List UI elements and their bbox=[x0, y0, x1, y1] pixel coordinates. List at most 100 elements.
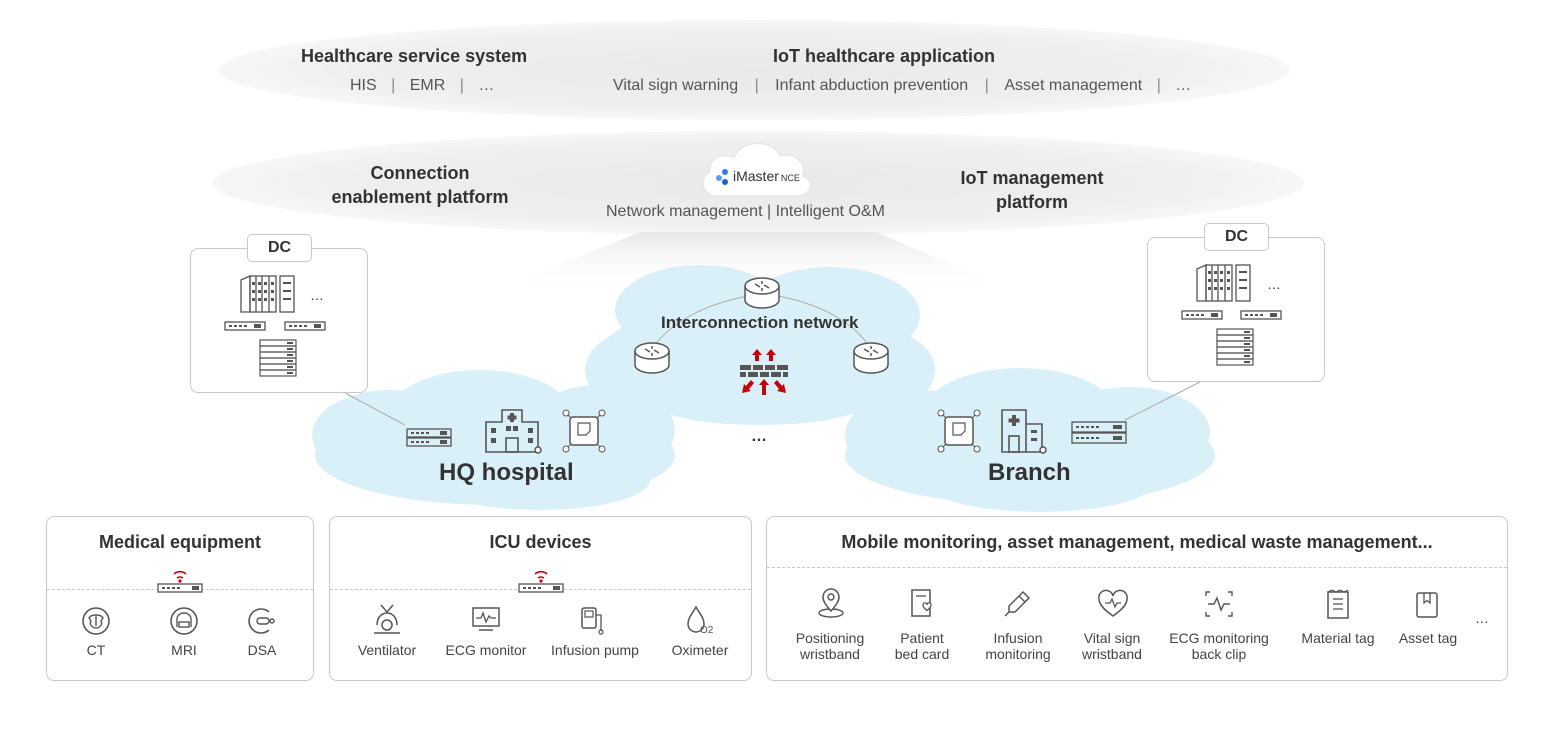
wireless-ap-icon bbox=[518, 570, 564, 593]
firewall-icon bbox=[740, 349, 788, 395]
ecg-monitor-label: ECG monitor bbox=[445, 642, 527, 658]
material-tag-label: Material tag bbox=[1288, 630, 1388, 646]
dc-left-box bbox=[190, 248, 368, 393]
link-right bbox=[777, 295, 869, 346]
vital-sign-warning-label: Vital sign warning bbox=[613, 77, 739, 94]
imaster-logo-icon bbox=[716, 169, 728, 185]
dc-right-box bbox=[1147, 237, 1325, 382]
storage-stack-icon bbox=[259, 339, 297, 377]
icu-devices-panel bbox=[329, 516, 752, 681]
vital-sign-wristband-icon bbox=[1098, 589, 1128, 617]
ecg-back-clip-icon bbox=[1205, 591, 1233, 617]
label-line: Positioning bbox=[795, 630, 865, 646]
label-line: Material tag bbox=[1301, 630, 1375, 646]
storage-stack-icon bbox=[1216, 328, 1254, 366]
svg-text:O2: O2 bbox=[700, 625, 714, 636]
wireless-ap-icon bbox=[157, 570, 203, 593]
hospital-building-icon bbox=[485, 409, 542, 454]
label-line: wristband bbox=[1082, 646, 1142, 662]
dsa-machine-icon bbox=[248, 608, 275, 634]
positioning-wristband-icon bbox=[818, 588, 844, 618]
separator: | bbox=[1156, 77, 1161, 94]
ecg-monitor-icon bbox=[472, 607, 500, 631]
link-left bbox=[654, 295, 749, 346]
his-label: HIS bbox=[350, 77, 377, 94]
ct-scanner-icon bbox=[82, 607, 110, 635]
server-rack-icon bbox=[240, 274, 295, 313]
label-line: wristband bbox=[800, 646, 860, 662]
emr-label: EMR bbox=[409, 77, 446, 94]
separator: | bbox=[391, 77, 396, 94]
infant-abduction-label: Infant abduction prevention bbox=[775, 77, 969, 94]
branch-building-icon bbox=[1001, 409, 1047, 454]
patient-bed-card-icon bbox=[911, 589, 932, 617]
label-line: monitoring bbox=[985, 646, 1051, 662]
iot-management-title: IoT management platform bbox=[922, 166, 1142, 214]
separator: | bbox=[754, 77, 759, 94]
connection-line1: Connection bbox=[370, 163, 470, 183]
sites-ellipsis: … bbox=[751, 428, 767, 445]
label-line: Patient bbox=[900, 630, 944, 646]
mobile-monitoring-title: Mobile monitoring, asset management, med… bbox=[841, 532, 1433, 552]
switch-icon bbox=[1240, 310, 1282, 320]
patient-bed-card-label: Patient bed card bbox=[872, 630, 972, 662]
oximeter-icon: O2 bbox=[687, 605, 714, 636]
imaster-cloud bbox=[702, 143, 811, 197]
connection-platform-title: Connection enablement platform bbox=[310, 161, 530, 209]
material-tag-icon bbox=[1327, 589, 1349, 619]
dc-left-link bbox=[344, 392, 406, 426]
panel-divider bbox=[767, 567, 1507, 568]
router-icon bbox=[853, 342, 889, 374]
branch-label: Branch bbox=[988, 459, 1071, 486]
platform-beam bbox=[500, 232, 1010, 290]
imaster-caption: Network management | Intelligent O&M bbox=[606, 203, 885, 220]
dc-left-more: … bbox=[310, 287, 324, 303]
infusion-monitoring-icon bbox=[1004, 590, 1031, 617]
medical-equipment-title: Medical equipment bbox=[98, 532, 262, 552]
infusion-pump-label: Infusion pump bbox=[551, 642, 639, 658]
asset-management-label: Asset management bbox=[1004, 77, 1143, 94]
healthcare-service-items: HIS | EMR | … bbox=[350, 77, 494, 95]
mobile-more: … bbox=[1475, 610, 1489, 626]
branch-cloud bbox=[845, 368, 1215, 512]
connection-line2: enablement platform bbox=[331, 187, 509, 207]
iot-gateway-icon bbox=[937, 409, 981, 453]
router-icon bbox=[744, 277, 780, 309]
label-line: Vital sign bbox=[1083, 630, 1141, 646]
more-label: … bbox=[478, 77, 495, 94]
dsa-label: DSA bbox=[247, 642, 277, 658]
hq-cloud bbox=[312, 370, 675, 510]
ventilator-label: Ventilator bbox=[357, 642, 417, 658]
vital-sign-wristband-label: Vital sign wristband bbox=[1062, 630, 1162, 662]
switch-icon bbox=[1181, 310, 1223, 320]
dc-left-label: DC bbox=[247, 234, 312, 262]
iot-mgmt-line2: platform bbox=[996, 192, 1068, 212]
imaster-name: iMaster bbox=[733, 168, 779, 184]
switch-icon bbox=[224, 321, 266, 331]
asset-tag-icon bbox=[1416, 592, 1438, 618]
label-line: Asset tag bbox=[1398, 630, 1458, 646]
label-line: bed card bbox=[894, 646, 950, 662]
positioning-wristband-label: Positioning wristband bbox=[780, 630, 880, 662]
ecg-back-clip-label: ECG monitoring back clip bbox=[1159, 630, 1279, 662]
iot-app-title: IoT healthcare application bbox=[773, 46, 996, 66]
ct-label: CT bbox=[86, 642, 106, 658]
switch-icon bbox=[406, 428, 452, 447]
iot-mgmt-line1: IoT management bbox=[960, 168, 1104, 188]
iot-gateway-icon bbox=[562, 409, 606, 453]
dc-right-link bbox=[1124, 381, 1201, 421]
label-line: Infusion bbox=[993, 630, 1043, 646]
imaster-suffix: NCE bbox=[780, 173, 800, 183]
ventilator-icon bbox=[374, 604, 400, 634]
iot-app-items: Vital sign warning | Infant abduction pr… bbox=[613, 77, 1191, 95]
oximeter-label: Oximeter bbox=[671, 642, 729, 658]
more-label: … bbox=[1175, 77, 1192, 94]
dc-right-label: DC bbox=[1204, 223, 1269, 251]
medical-equipment-panel bbox=[46, 516, 314, 681]
hq-hospital-label: HQ hospital bbox=[439, 459, 574, 486]
mobile-monitoring-panel bbox=[766, 516, 1508, 681]
infusion-pump-icon bbox=[581, 607, 604, 635]
infusion-monitoring-label: Infusion monitoring bbox=[968, 630, 1068, 662]
label-line: back clip bbox=[1191, 646, 1247, 662]
